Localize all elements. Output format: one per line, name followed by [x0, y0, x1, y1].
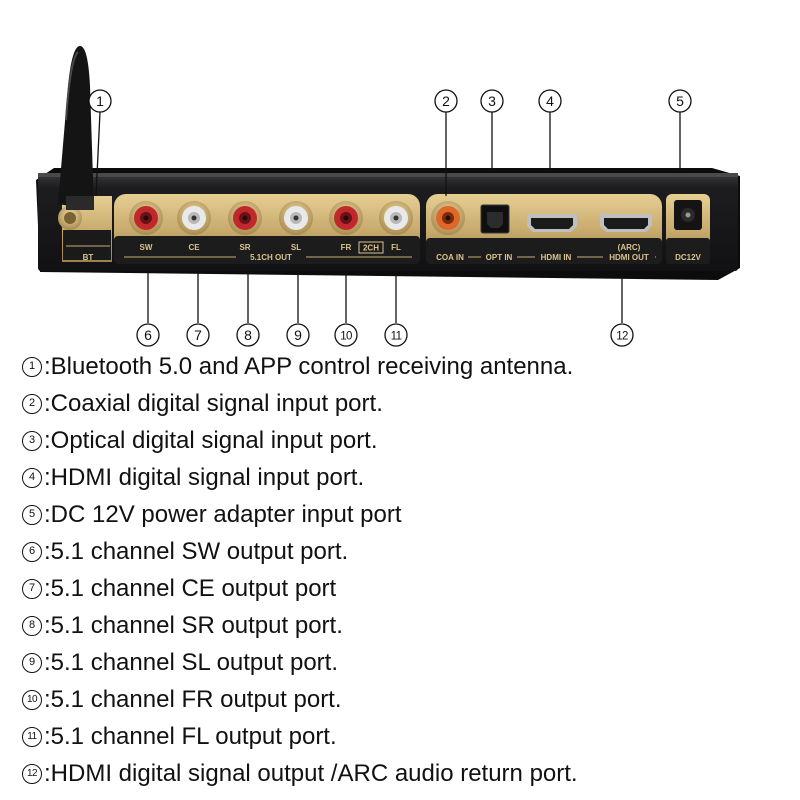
legend-number: 4 [22, 467, 42, 488]
callout-number: 12 [616, 331, 628, 343]
callout-4: 4 [538, 89, 562, 113]
callout-6: 6 [136, 323, 160, 347]
port-legend: 1:Bluetooth 5.0 and APP control receivin… [20, 348, 790, 792]
dc12v-label: DC12V [675, 253, 701, 262]
legend-item: 6:5.1 channel SW output port. [20, 533, 790, 570]
callout-number: 10 [340, 331, 352, 343]
optical-input-jack[interactable]: OPT IN [480, 204, 513, 262]
port-label-fr: FR [341, 243, 352, 252]
legend-number: 5 [22, 504, 42, 525]
port-label-arc: (ARC) [618, 243, 641, 252]
legend-text: :HDMI digital signal output /ARC audio r… [44, 759, 578, 787]
port-label-ce: CE [188, 243, 200, 252]
legend-text: :DC 12V power adapter input port [44, 500, 402, 528]
bluetooth-antenna[interactable] [58, 46, 94, 210]
port-label-sl: SL [291, 243, 301, 252]
port-label-opt-in: OPT IN [486, 253, 513, 262]
callout-1: 1 [88, 89, 112, 113]
callout-number: 1 [96, 93, 104, 109]
group-label-2ch: 2CH [363, 244, 379, 253]
port-label-fl: FL [391, 243, 401, 252]
legend-item: 7:5.1 channel CE output port [20, 570, 790, 607]
callout-number: 9 [294, 327, 302, 343]
rca-sl[interactable]: SL [279, 201, 313, 252]
legend-text: :5.1 channel SR output port. [44, 611, 343, 639]
legend-text: :5.1 channel CE output port [44, 574, 337, 602]
callout-number: 5 [676, 93, 684, 109]
callout-7: 7 [186, 323, 210, 347]
callout-lines [95, 111, 681, 323]
bt-connector: BT [58, 196, 112, 262]
callout-number: 6 [144, 327, 152, 343]
callout-8: 8 [236, 323, 260, 347]
callout-10: 10 [334, 323, 358, 347]
hdmi-output-jack[interactable]: (ARC) HDMI OUT [600, 214, 652, 262]
rca-sr[interactable]: SR [228, 201, 262, 252]
callout-number: 3 [488, 93, 496, 109]
2ch-badge: 2CH [358, 241, 384, 254]
port-label-hdmi-out: HDMI OUT [609, 253, 649, 262]
legend-number: 12 [22, 763, 42, 784]
rca-fl[interactable]: FL [379, 201, 413, 252]
group-label-5-1ch-out: 5.1CH OUT [250, 253, 292, 262]
callout-12: 12 [610, 323, 634, 347]
legend-item: 11:5.1 channel FL output port. [20, 718, 790, 755]
callout-number: 11 [391, 331, 402, 343]
coaxial-input-jack[interactable]: COA IN [431, 201, 465, 262]
legend-number: 6 [22, 541, 42, 562]
bt-label: BT [83, 253, 94, 262]
legend-text: :5.1 channel FR output port. [44, 685, 342, 713]
legend-number: 8 [22, 615, 42, 636]
callout-2: 2 [434, 89, 458, 113]
legend-number: 10 [22, 689, 42, 710]
legend-item: 4:HDMI digital signal input port. [20, 459, 790, 496]
port-label-hdmi-in: HDMI IN [541, 253, 572, 262]
callout-number: 2 [442, 93, 450, 109]
rca-fr[interactable]: FR [329, 201, 363, 252]
legend-number: 7 [22, 578, 42, 599]
legend-text: :Coaxial digital signal input port. [44, 389, 383, 417]
callout-number: 8 [244, 327, 252, 343]
legend-number: 2 [22, 393, 42, 414]
legend-item: 3:Optical digital signal input port. [20, 422, 790, 459]
port-label-coa-in: COA IN [436, 253, 464, 262]
legend-number: 9 [22, 652, 42, 673]
port-label-sw: SW [140, 243, 153, 252]
legend-item: 9:5.1 channel SL output port. [20, 644, 790, 681]
legend-item: 8:5.1 channel SR output port. [20, 607, 790, 644]
rca-ce[interactable]: CE [177, 201, 211, 252]
callout-5: 5 [668, 89, 692, 113]
port-label-sr: SR [239, 243, 250, 252]
hdmi-input-jack[interactable]: HDMI IN [527, 214, 577, 262]
legend-text: :Bluetooth 5.0 and APP control receiving… [44, 352, 574, 380]
legend-number: 1 [22, 356, 42, 377]
callout-number: 7 [194, 327, 202, 343]
legend-text: :Optical digital signal input port. [44, 426, 378, 454]
callout-3: 3 [480, 89, 504, 113]
rca-sw[interactable]: SW [129, 201, 163, 252]
callout-number: 4 [546, 93, 554, 109]
dc-power-jack[interactable]: DC12V [666, 194, 710, 264]
legend-item: 12:HDMI digital signal output /ARC audio… [20, 755, 790, 792]
legend-item: 5:DC 12V power adapter input port [20, 496, 790, 533]
legend-item: 1:Bluetooth 5.0 and APP control receivin… [20, 348, 790, 385]
callout-9: 9 [286, 323, 310, 347]
legend-text: :5.1 channel SW output port. [44, 537, 349, 565]
legend-item: 2:Coaxial digital signal input port. [20, 385, 790, 422]
legend-number: 11 [22, 726, 42, 747]
legend-text: :5.1 channel FL output port. [44, 722, 337, 750]
legend-number: 3 [22, 430, 42, 451]
legend-item: 10:5.1 channel FR output port. [20, 681, 790, 718]
legend-text: :5.1 channel SL output port. [44, 648, 338, 676]
legend-text: :HDMI digital signal input port. [44, 463, 365, 491]
callout-11: 11 [384, 323, 408, 347]
